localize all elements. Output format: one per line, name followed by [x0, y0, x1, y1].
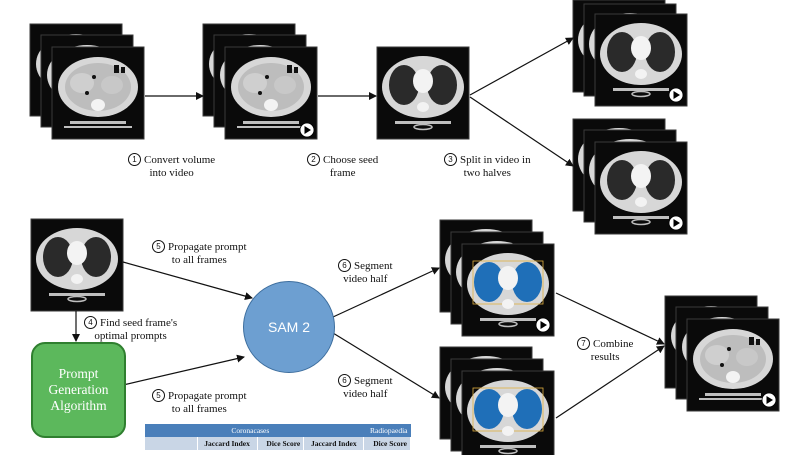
pga-label-3: Algorithm [50, 398, 107, 413]
table-col-jaccard-2: Jaccard Index [303, 437, 365, 450]
arrow-7-top [555, 292, 665, 345]
step-4-number: 4 [84, 316, 97, 329]
table-group-radiopaedia: Radiopaedia [303, 424, 411, 437]
step-3-text: Split in video in [460, 154, 531, 166]
step-3-number: 3 [444, 153, 457, 166]
table-col-jaccard-1: Jaccard Index [197, 437, 258, 450]
step-6b-text-2: video half [343, 388, 388, 400]
play-icon [535, 317, 551, 333]
seed-frame-image [376, 46, 470, 140]
arrow-6-top [332, 267, 440, 318]
play-icon [299, 122, 315, 138]
table-column-header: Jaccard Index Dice Score Jaccard Index D… [145, 437, 411, 450]
sam2-node: SAM 2 [243, 281, 335, 373]
segmented-half-top-stack [439, 219, 555, 337]
arrow-3-up [469, 37, 574, 96]
step-6b-number: 6 [338, 374, 351, 387]
step-5a-number: 5 [152, 240, 165, 253]
play-icon [668, 87, 684, 103]
video-half-top-stack [572, 0, 688, 107]
step-4-text-2: optimal prompts [94, 330, 167, 342]
step-2-text-2: frame [329, 167, 356, 179]
step-1-number: 1 [128, 153, 141, 166]
arrow-7-bottom [555, 345, 665, 419]
step-1-text: Convert volume [144, 154, 216, 166]
prompt-generation-node: Prompt Generation Algorithm [31, 342, 126, 438]
step-6b-text: Segment [354, 375, 393, 387]
step-5b-number: 5 [152, 389, 165, 402]
step-2-number: 2 [307, 153, 320, 166]
table-group-header: Coronacases Radiopaedia [145, 424, 411, 437]
volume-stack [29, 23, 145, 140]
step-5a-text-2: to all frames [171, 254, 227, 266]
step-6a-text-2: video half [343, 273, 388, 285]
step-1-text-2: into video [149, 167, 194, 179]
step-7-number: 7 [577, 337, 590, 350]
step-5b-text: Propagate prompt [168, 390, 247, 402]
segmented-half-bottom-stack [439, 346, 555, 455]
step-4-text: Find seed frame's [100, 317, 178, 329]
combined-results-stack [664, 295, 780, 412]
pga-label-2: Generation [48, 382, 109, 397]
step-7-text-2: results [590, 351, 620, 363]
play-icon [668, 215, 684, 231]
arrow-5-bottom [122, 354, 245, 386]
step-5b-text-2: to all frames [171, 403, 227, 415]
seed-frame-prompt-image [30, 218, 124, 312]
arrow-6-bottom [332, 332, 440, 399]
table-col-dice-2: Dice Score [363, 437, 411, 450]
arrow-5-top [122, 261, 253, 300]
step-7-text: Combine [593, 338, 634, 350]
video-half-bottom-stack [572, 118, 688, 235]
step-6a-number: 6 [338, 259, 351, 272]
table-corner [145, 424, 197, 437]
table-col-dice-1: Dice Score [257, 437, 305, 450]
step-6a-text: Segment [354, 260, 393, 272]
arrow-3-down [469, 96, 574, 167]
results-table: Coronacases Radiopaedia Jaccard Index Di… [145, 424, 411, 450]
volume-slice-front [51, 46, 145, 140]
sam2-label: SAM 2 [267, 319, 310, 335]
video-stack [202, 23, 318, 140]
pga-label-1: Prompt [58, 366, 99, 381]
arrows [72, 37, 665, 419]
step-2-text: Choose seed [323, 154, 379, 166]
table-col-0 [145, 437, 198, 450]
step-5a-text: Propagate prompt [168, 241, 247, 253]
seg-bottom-frame-front [461, 370, 555, 455]
step-3-text-2: two halves [463, 167, 511, 179]
play-icon [761, 392, 777, 408]
table-group-coronacases: Coronacases [197, 424, 304, 437]
